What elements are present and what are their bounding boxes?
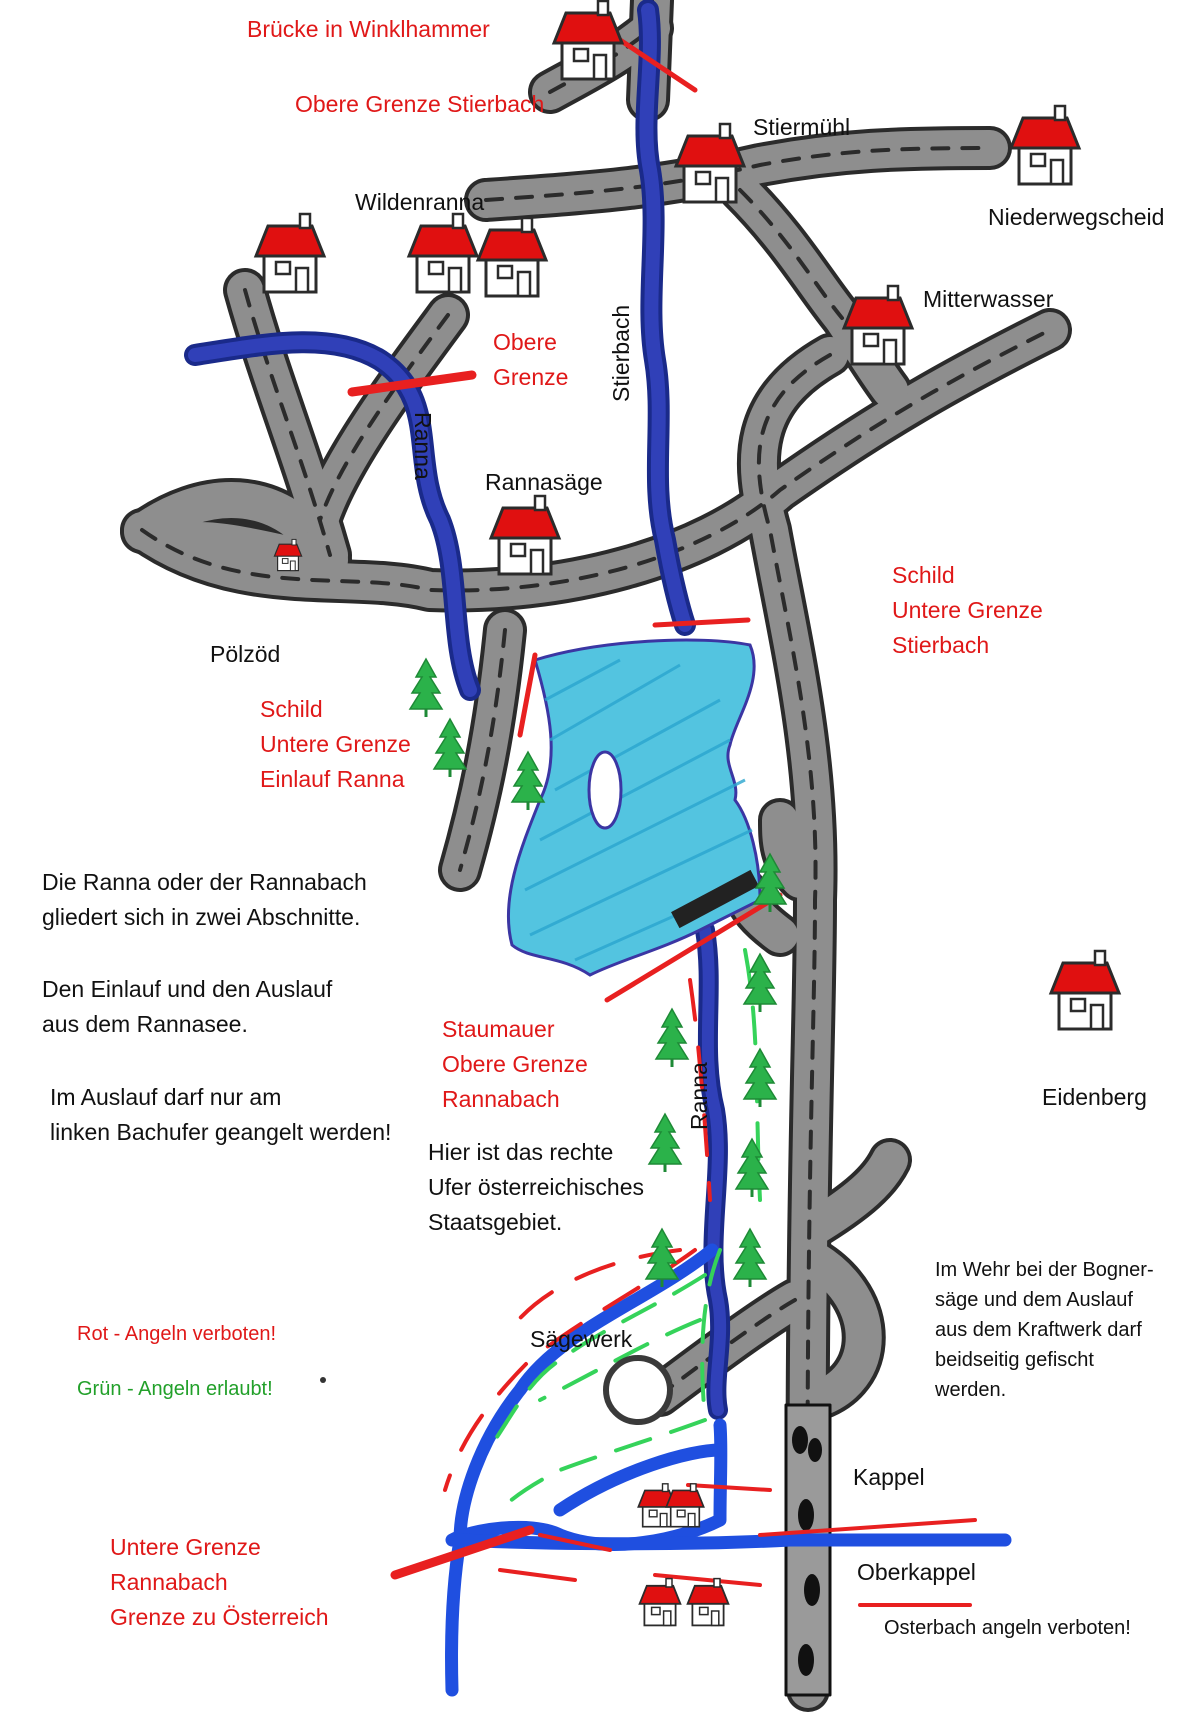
house-icon (1049, 949, 1121, 1031)
label-kappel: Kappel (853, 1464, 925, 1490)
label-obere-grenze-stierbach: Obere Grenze Stierbach (295, 91, 545, 117)
tree-icon (732, 1227, 768, 1289)
house-icon (407, 212, 479, 294)
lake-island (587, 750, 623, 830)
label-stierbach: Stierbach (608, 304, 634, 402)
forbidden-lines (347, 37, 977, 1607)
tree-icon (654, 1007, 690, 1069)
house-icon (476, 216, 548, 298)
house-icon (552, 0, 624, 81)
rannasee-lake (506, 638, 762, 977)
label-ranna-lower: Ranna (686, 1062, 712, 1130)
tree-icon (734, 1137, 770, 1199)
label-oberkappel: Oberkappel (857, 1559, 976, 1585)
label-eidenberg: Eidenberg (1042, 1084, 1147, 1110)
legend-red: Rot - Angeln verboten! (77, 1323, 277, 1345)
canals (445, 1243, 1012, 1697)
dam-wall (671, 869, 759, 929)
label-poelzoed: Pölzöd (210, 641, 281, 667)
tree-icon (742, 1047, 778, 1109)
label-niederwegscheid: Niederwegscheid (988, 204, 1165, 230)
note-sections: Den Einlauf und den Auslauf aus dem Rann… (42, 976, 333, 1037)
label-ranna-upper: Ranna (410, 412, 436, 480)
note-osterbach: Osterbach angeln verboten! (884, 1617, 1131, 1639)
label-mitterwasser: Mitterwasser (923, 286, 1054, 312)
label-staumauer: Staumauer Obere Grenze Rannabach (442, 1016, 588, 1112)
tree-icon (647, 1112, 683, 1174)
note-right-bank: Hier ist das rechte Ufer österreichische… (428, 1139, 645, 1235)
house-icon (686, 1577, 730, 1627)
legend-green: Grün - Angeln erlaubt! (77, 1378, 273, 1400)
label-saegewerk: Sägewerk (530, 1326, 633, 1352)
rivers (184, 0, 731, 1420)
note-intro: Die Ranna oder der Rannabach gliedert si… (42, 869, 367, 930)
house-icon (489, 494, 561, 576)
tree-icon (644, 1227, 680, 1289)
label-rannasaege: Rannasäge (485, 469, 603, 495)
house-icon (254, 212, 326, 294)
label-schild-stierbach: Schild Untere Grenze Stierbach (892, 562, 1043, 658)
label-stiermuehl: Stiermühl (753, 114, 851, 140)
label-wildenranna: Wildenranna (355, 189, 485, 215)
label-winklhammer: Brücke in Winklhammer (247, 16, 490, 42)
tree-icon (510, 750, 546, 812)
note-left-bank: Im Auslauf darf nur am linken Bachufer g… (50, 1084, 392, 1145)
label-untere-grenze: Untere Grenze Rannabach Grenze zu Österr… (110, 1534, 329, 1630)
label-obere-grenze: Obere Grenze (493, 329, 569, 390)
house-icon (842, 284, 914, 366)
house-icon (674, 122, 746, 204)
saegewerk-pond (603, 1355, 673, 1425)
note-weir: Im Wehr bei der Bogner- säge und dem Aus… (935, 1259, 1154, 1401)
house-icon (665, 1482, 705, 1528)
tree-icon (408, 657, 444, 719)
tree-icon (432, 717, 468, 779)
house-icon (638, 1577, 682, 1627)
label-schild-ranna: Schild Untere Grenze Einlauf Ranna (260, 696, 411, 792)
house-icon (1009, 104, 1081, 186)
